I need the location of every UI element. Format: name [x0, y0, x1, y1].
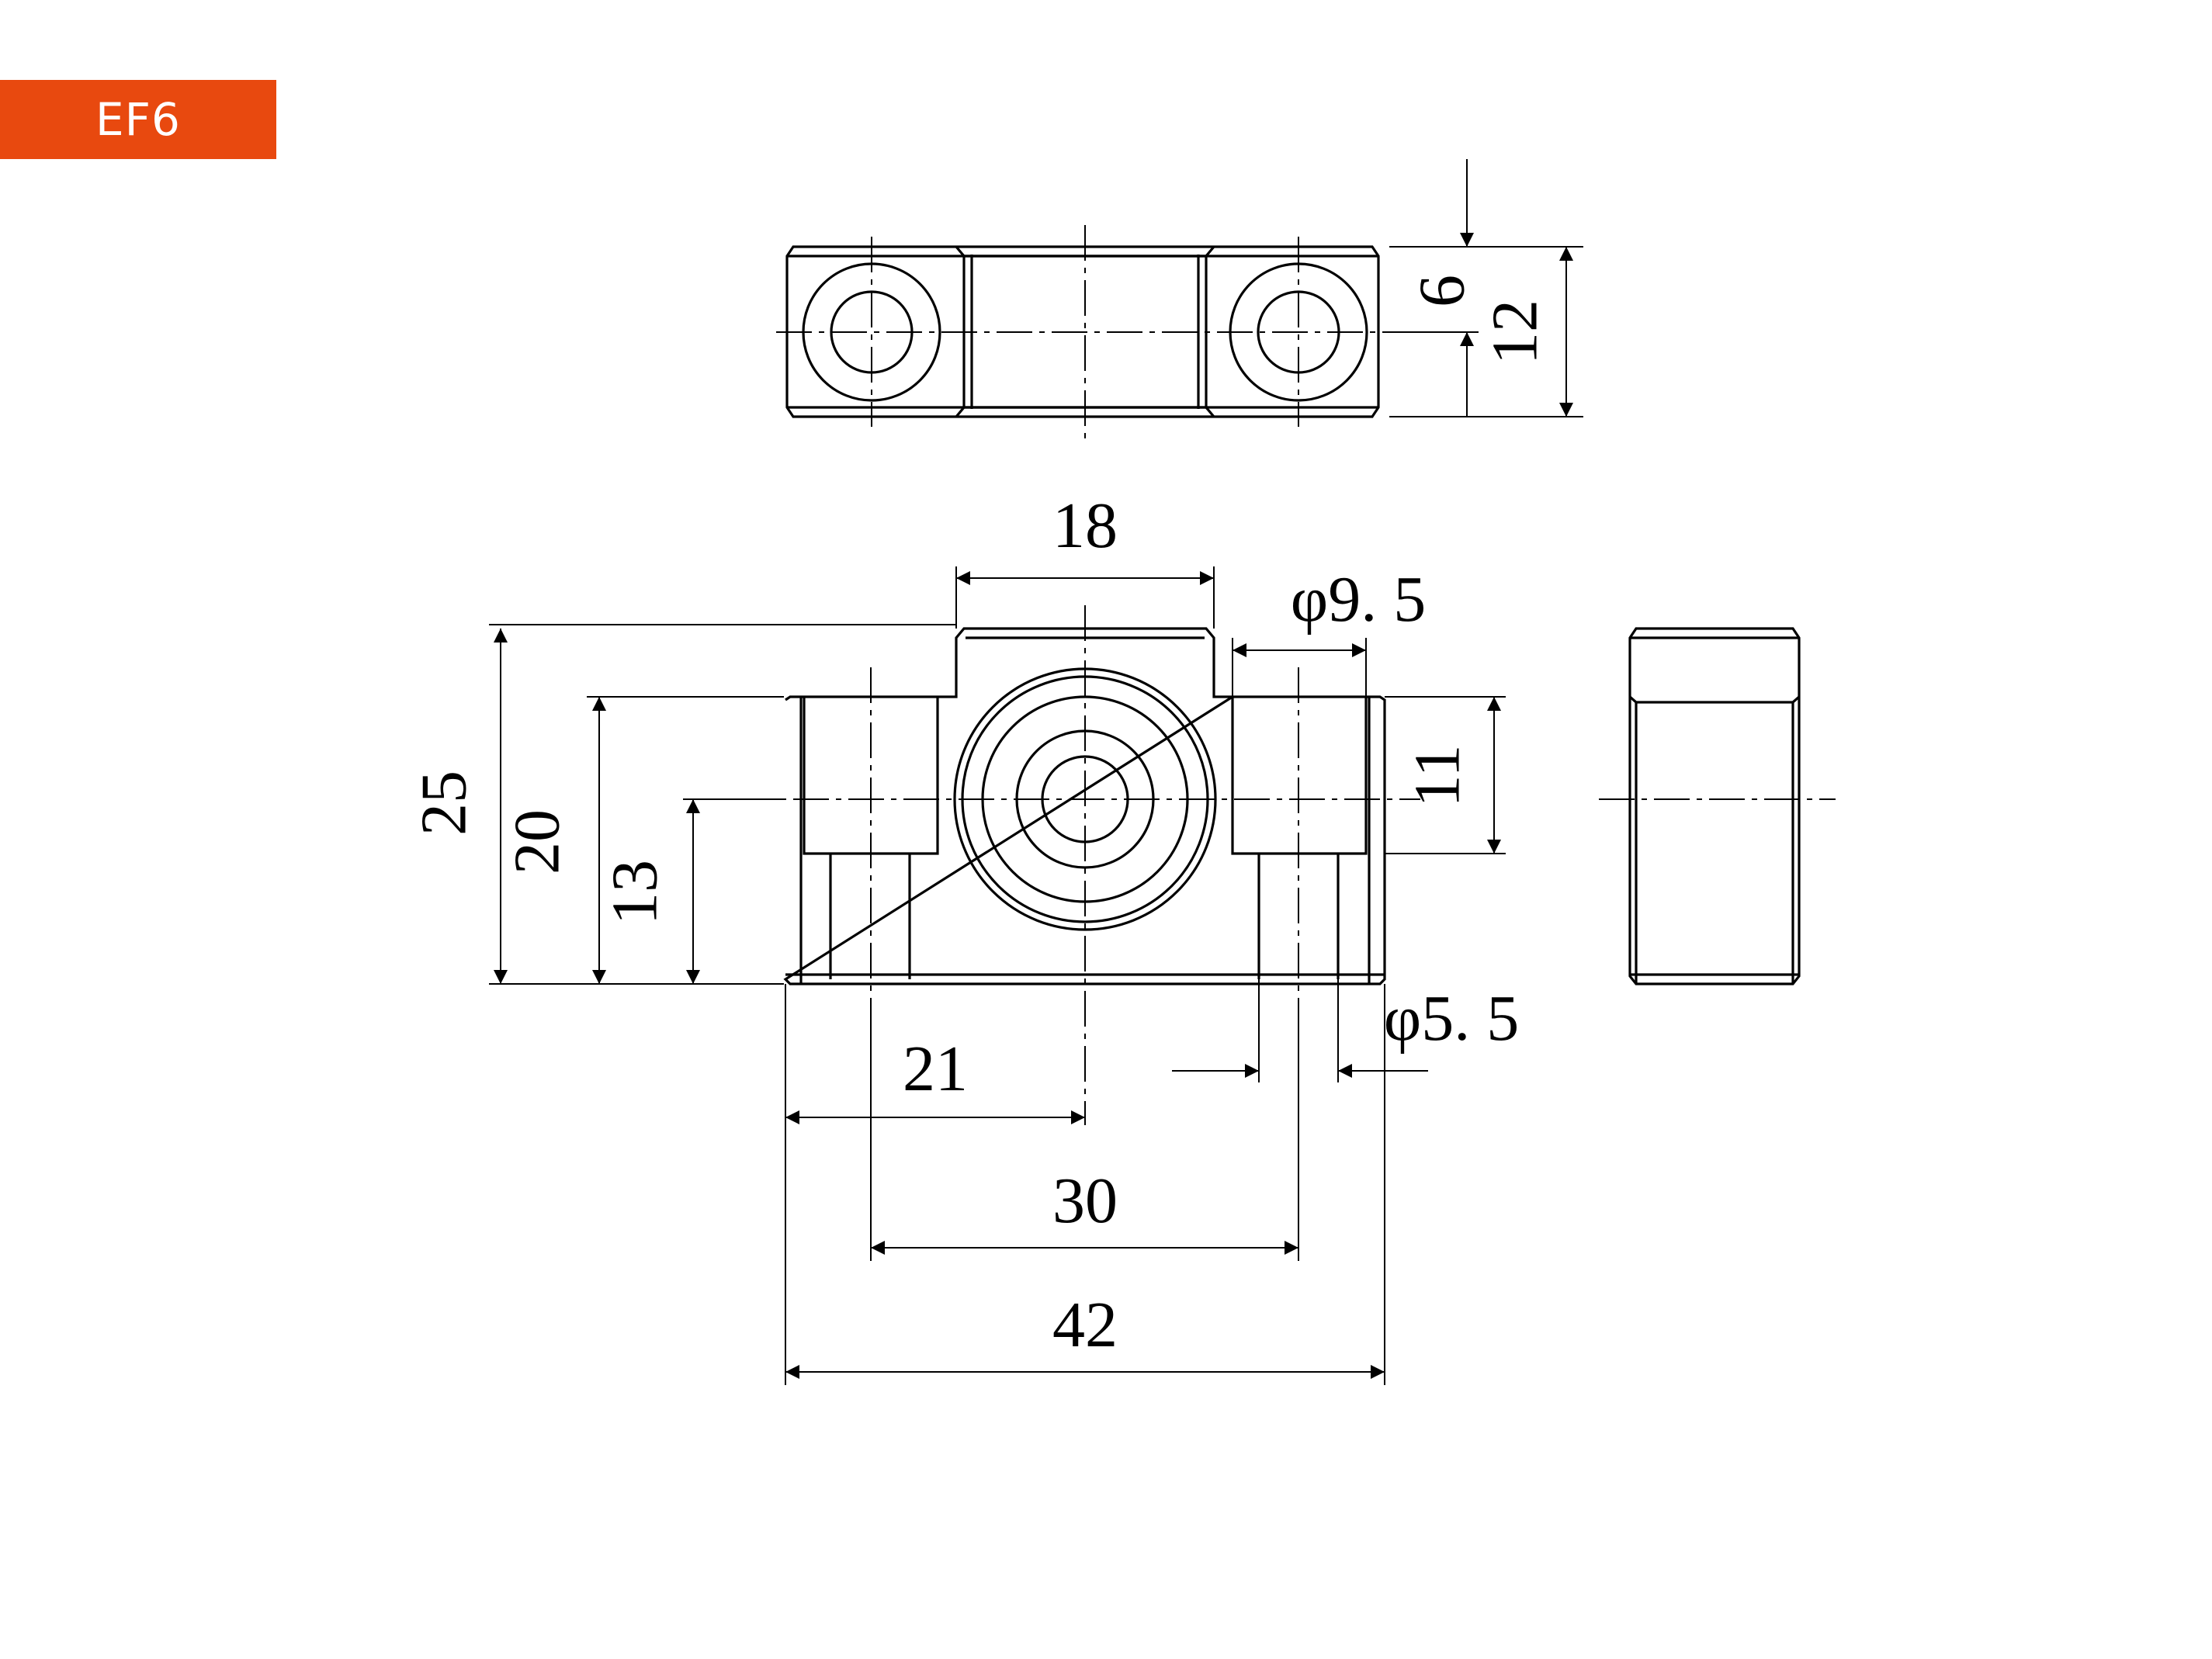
top-view: 6 12: [776, 159, 1583, 438]
side-view-outline: [1628, 627, 1801, 985]
dim-counterbore-depth: 11: [1401, 745, 1473, 808]
dim-center-height: 13: [598, 860, 671, 925]
front-view: 18 φ9. 5 11 25 20 13 21 30: [407, 490, 1519, 1385]
dim-half-width: 21: [903, 1033, 968, 1105]
front-view-outline: [783, 695, 1386, 985]
dim-hole-spacing: 30: [1052, 1165, 1118, 1237]
front-right-counterbore: [1231, 697, 1368, 855]
dim-total-width: 42: [1052, 1289, 1118, 1361]
model-badge: EF6: [0, 80, 276, 159]
dim-total-height: 25: [407, 771, 480, 836]
dim-bolt-hole-dia: φ9. 5: [1291, 563, 1426, 636]
dim-top-thickness: 6: [1406, 275, 1478, 307]
dim-center-width: 18: [1052, 490, 1118, 562]
front-left-counterbore: [803, 697, 939, 855]
dim-top-depth: 12: [1479, 300, 1551, 365]
side-view: [1599, 627, 1836, 985]
model-label: EF6: [95, 93, 181, 146]
dim-body-height: 20: [501, 809, 573, 875]
dim-thru-hole-dia: φ5. 5: [1384, 982, 1519, 1055]
top-view-outline: [785, 245, 1380, 418]
